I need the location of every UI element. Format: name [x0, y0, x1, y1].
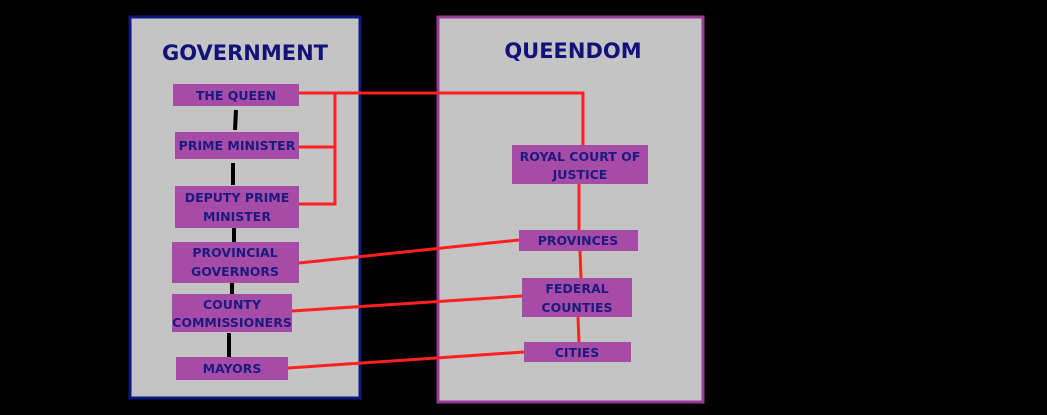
node-label-line-1: ROYAL COURT OF [520, 149, 641, 164]
link-commissioners-counties [291, 294, 523, 313]
node-label-line-1: COUNTY [203, 297, 262, 312]
node-label-line-1: DEPUTY PRIME [185, 190, 290, 205]
node-provinces: PROVINCES [519, 230, 638, 251]
node-label-line-2: GOVERNORS [191, 264, 279, 279]
link-executive-bracket [299, 93, 337, 206]
link-mayors-cities [287, 350, 525, 370]
node-prime-minister: PRIME MINISTER [175, 132, 299, 159]
node-label: CITIES [555, 345, 600, 360]
queendom-panel [436, 15, 705, 404]
node-federal-counties: FEDERAL COUNTIES [522, 278, 632, 317]
node-royal-court-of-justice: ROYAL COURT OF JUSTICE [512, 145, 648, 184]
node-label: PROVINCES [538, 233, 619, 248]
node-the-queen: THE QUEEN [173, 84, 299, 106]
government-title: GOVERNMENT [162, 41, 329, 65]
link-counties-cities [576, 316, 581, 343]
node-label-line-2: MINISTER [203, 209, 271, 224]
node-label: THE QUEEN [196, 88, 276, 103]
government-hierarchy-links [227, 109, 238, 358]
link-queen-royal-court [299, 91, 585, 145]
node-label-line-1: FEDERAL [545, 281, 608, 296]
node-mayors: MAYORS [176, 357, 288, 380]
node-label-line-2: JUSTICE [552, 167, 608, 182]
node-label: PRIME MINISTER [179, 138, 296, 153]
node-cities: CITIES [524, 342, 631, 362]
node-label-line-2: COUNTIES [541, 300, 612, 315]
node-provincial-governors: PROVINCIAL GOVERNORS [172, 242, 299, 283]
link-queen-pm [233, 109, 238, 131]
node-label-line-2: COMMISSIONERS [172, 315, 292, 330]
node-label-line-1: PROVINCIAL [192, 245, 277, 260]
node-deputy-prime-minister: DEPUTY PRIME MINISTER [175, 186, 299, 228]
link-governors-provinces [298, 238, 520, 265]
node-county-commissioners: COUNTY COMMISSIONERS [172, 294, 292, 332]
red-links [287, 91, 585, 370]
link-provinces-counties [578, 250, 583, 279]
node-label: MAYORS [203, 361, 262, 376]
queendom-title: QUEENDOM [504, 39, 641, 63]
